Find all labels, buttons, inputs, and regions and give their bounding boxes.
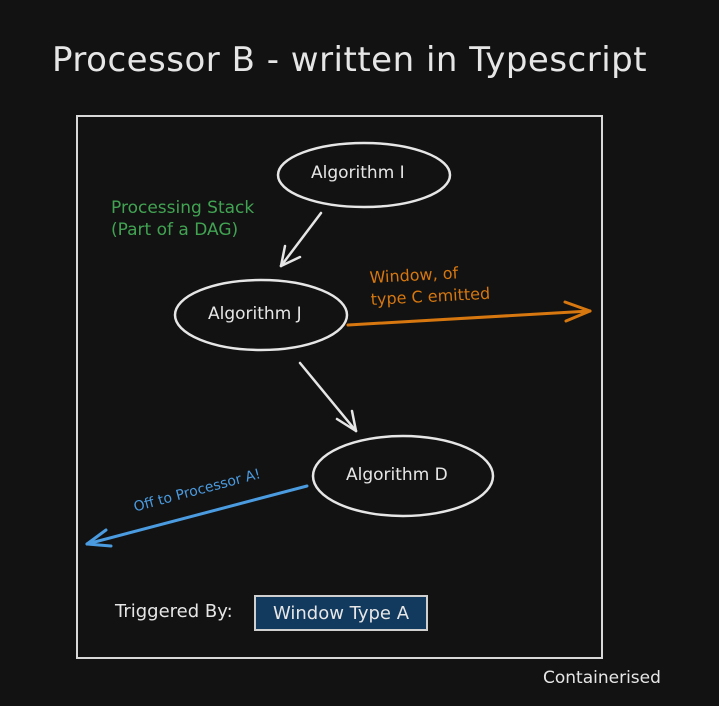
trigger-badge: Window Type A [254, 595, 428, 631]
node-label-algorithm-d: Algorithm D [346, 465, 448, 485]
node-ellipse-algorithm-i [276, 141, 452, 209]
arrow-off-to-processor-a [85, 484, 309, 548]
processing-stack-note: Processing Stack (Part of a DAG) [111, 197, 254, 241]
processing-stack-line1: Processing Stack [111, 198, 255, 218]
node-ellipse-algorithm-d [311, 434, 495, 518]
trigger-label: Triggered By: [115, 601, 233, 622]
containerised-label: Containerised [543, 668, 661, 688]
node-ellipse-algorithm-j [173, 278, 349, 352]
arrow-j-to-d [298, 361, 358, 433]
trigger-value: Window Type A [272, 602, 410, 624]
processing-stack-line2: (Part of a DAG) [111, 220, 239, 240]
container-box [76, 115, 603, 659]
arrow-i-to-j [279, 211, 323, 268]
node-label-algorithm-i: Algorithm I [311, 163, 405, 183]
page-title: Processor B - written in Typescript [52, 40, 648, 80]
arrow-emit-window-c [346, 300, 592, 327]
node-label-algorithm-j: Algorithm J [208, 304, 302, 324]
emit-note: Window, of type C emitted [369, 261, 491, 311]
